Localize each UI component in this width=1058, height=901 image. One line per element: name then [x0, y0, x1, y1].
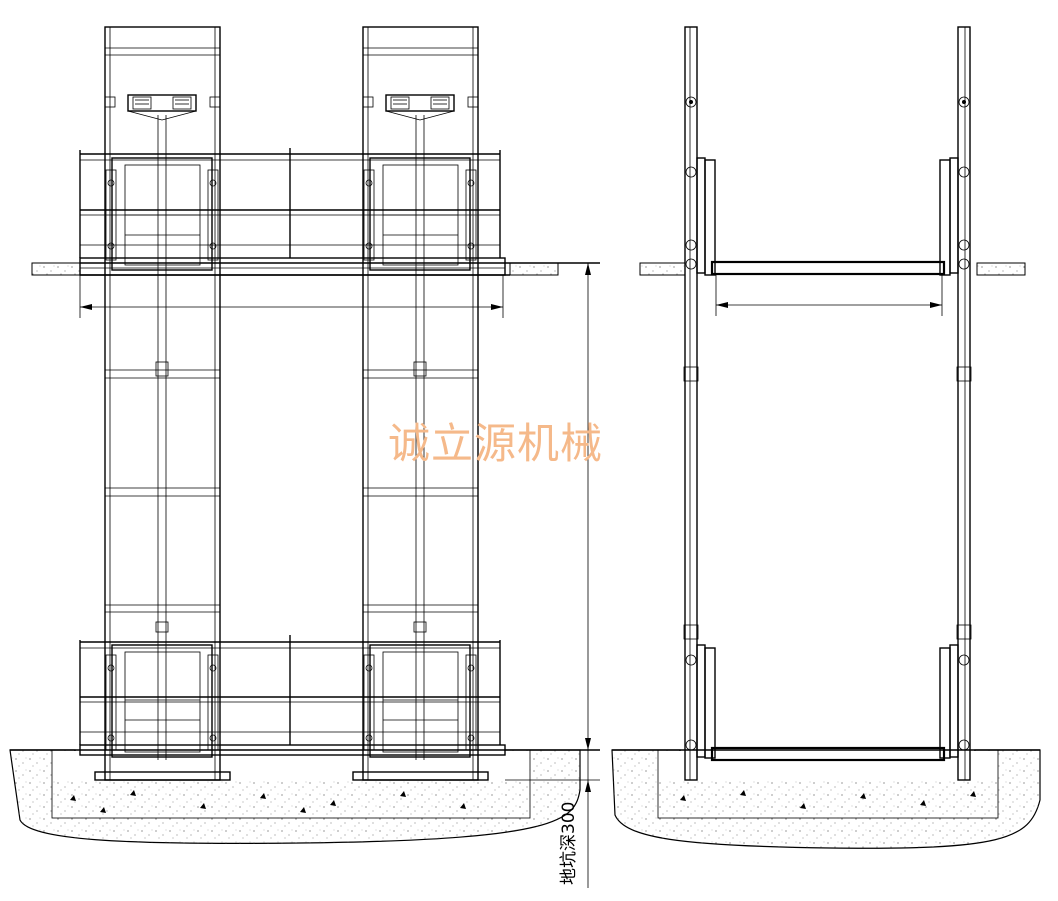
- side-lower-platform: [710, 746, 946, 762]
- front-width-dimension: [79, 275, 504, 318]
- side-view: [611, 26, 1041, 849]
- front-view: [9, 26, 600, 888]
- lift-height-dimension: [585, 263, 591, 888]
- side-upper-platform: [710, 260, 946, 276]
- pit-depth-label: 地坑深300: [559, 801, 579, 885]
- side-column-right: [939, 26, 972, 781]
- side-floor-right: [976, 262, 1026, 276]
- watermark-text: 诚立源机械: [388, 419, 604, 468]
- front-upper-floor: [31, 262, 600, 276]
- side-column-left: [683, 26, 716, 781]
- front-lower-platform: [79, 635, 506, 756]
- mast-left: [94, 26, 231, 781]
- front-ground: [9, 749, 600, 844]
- side-ground: [611, 749, 1041, 849]
- side-floor-left: [639, 262, 686, 276]
- mast-right: [352, 26, 489, 781]
- side-width-dimension: [715, 275, 943, 316]
- front-upper-platform: [79, 148, 506, 276]
